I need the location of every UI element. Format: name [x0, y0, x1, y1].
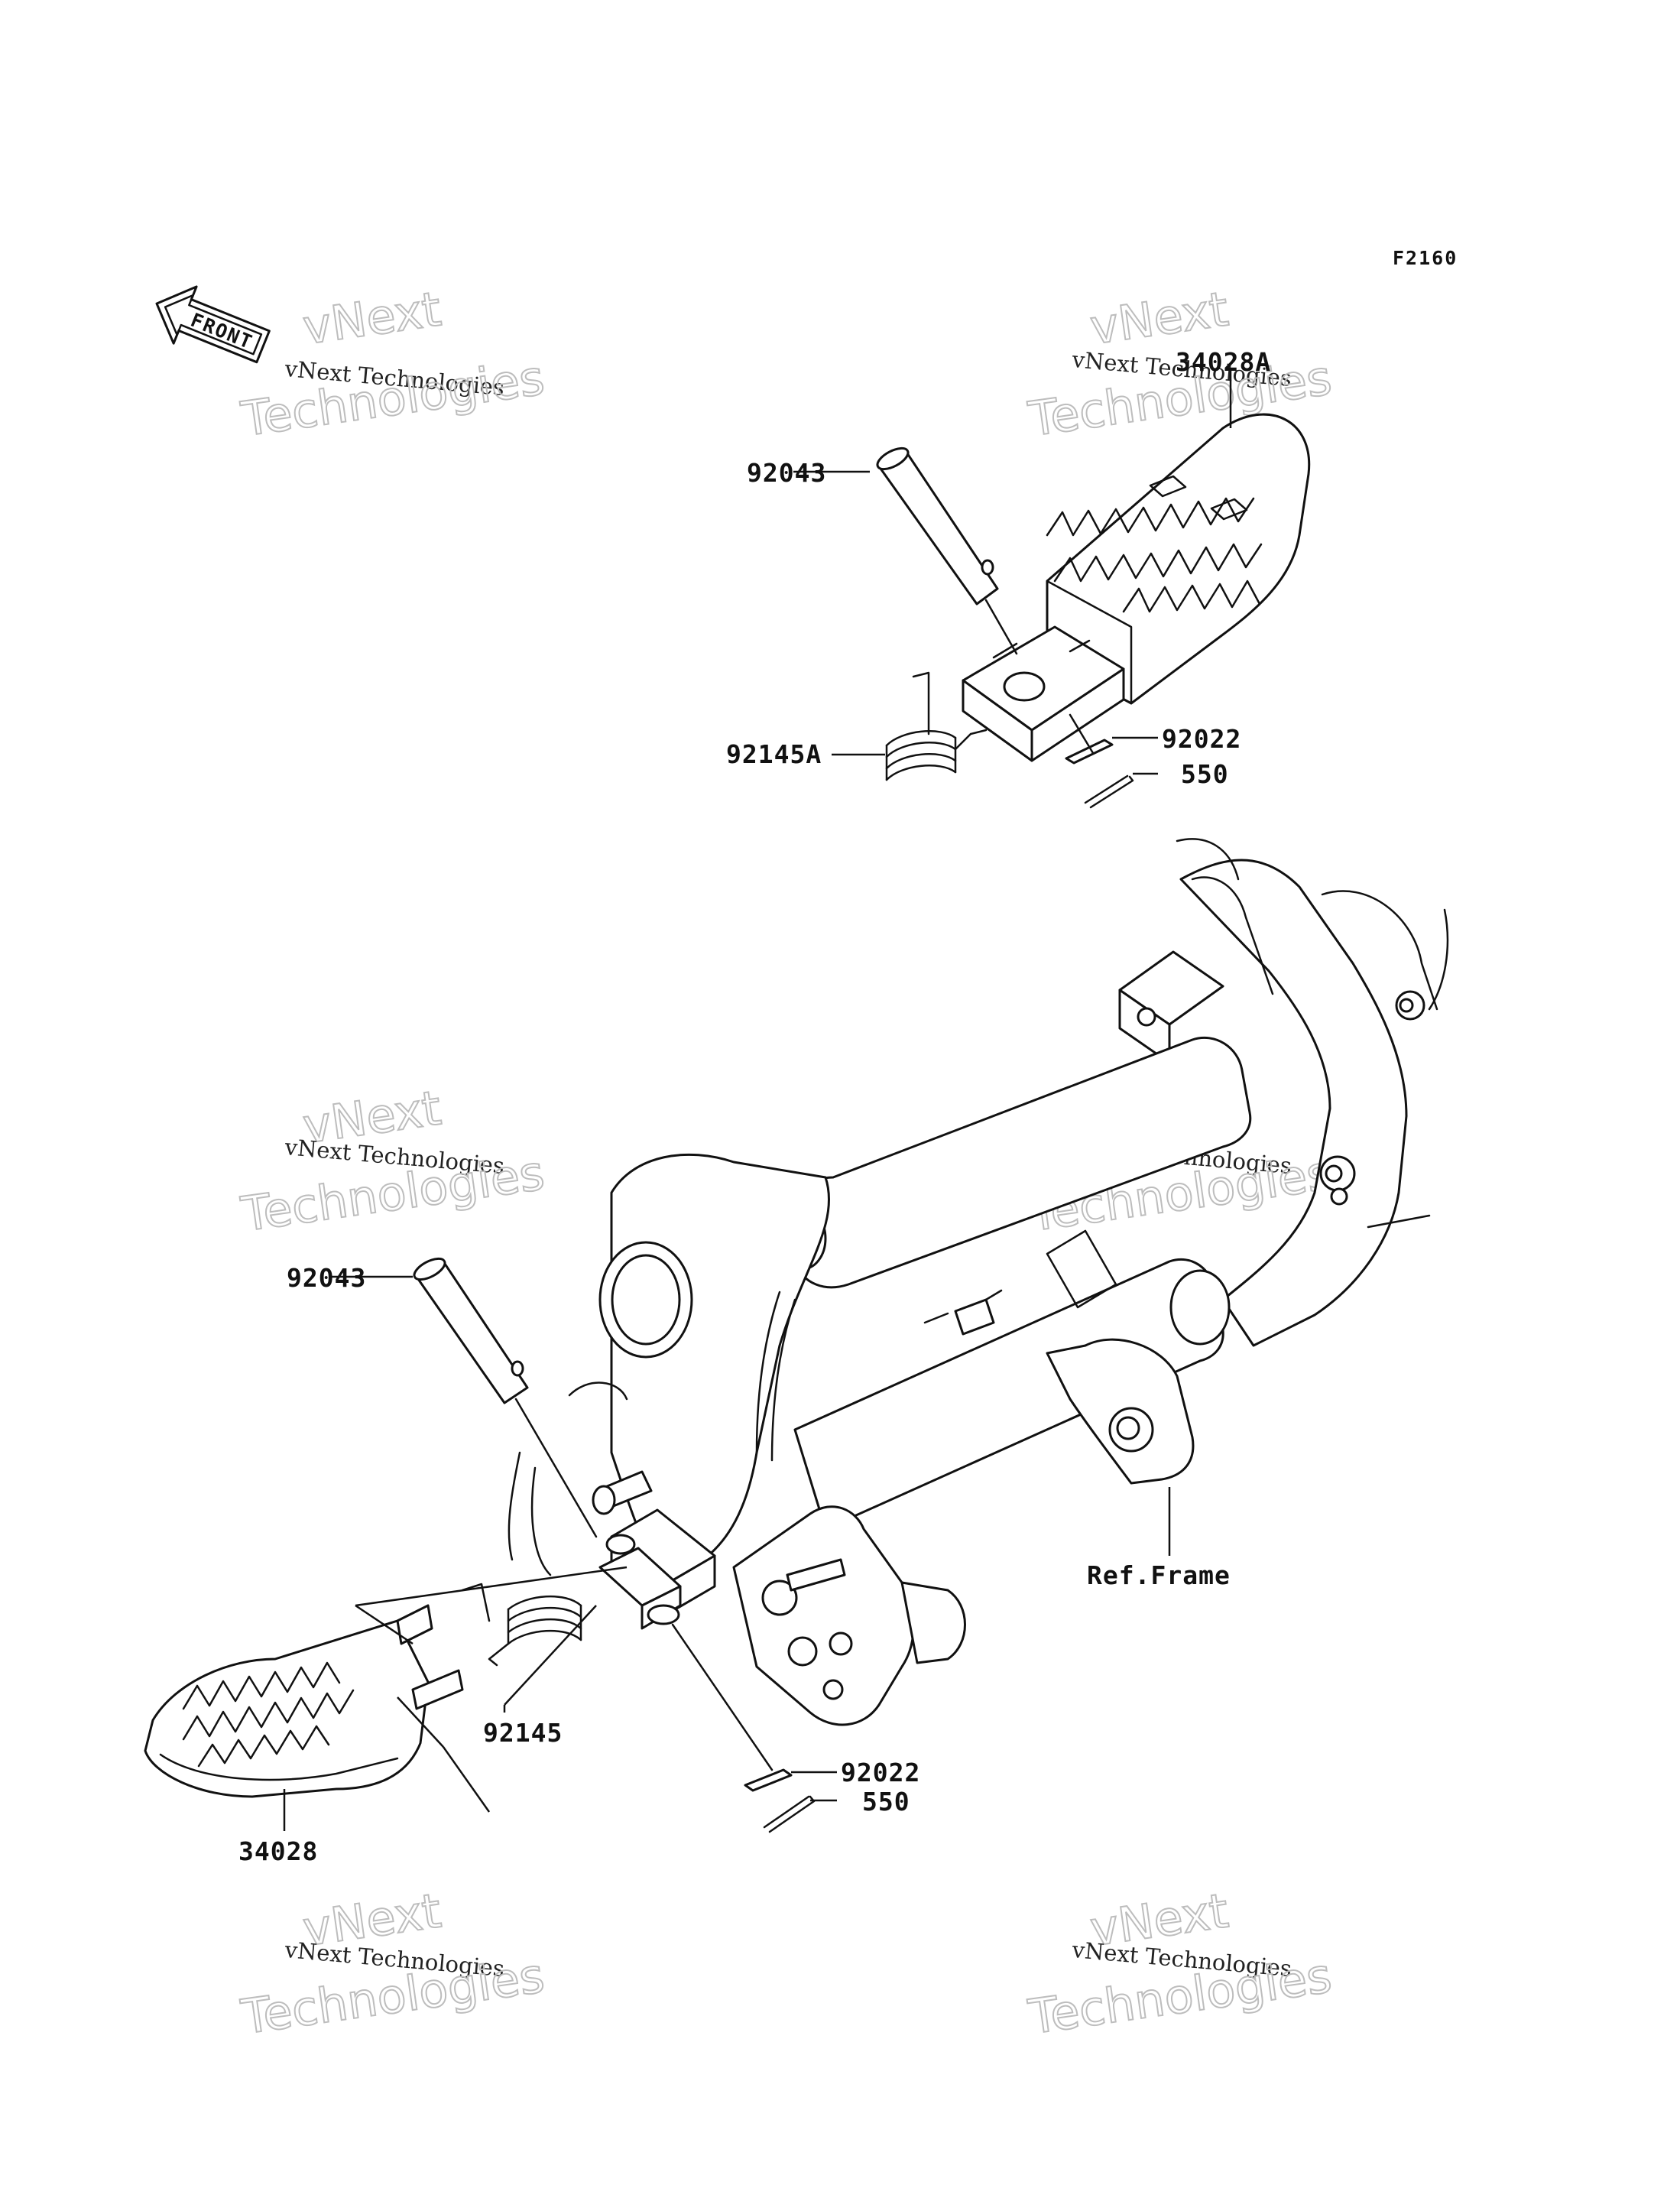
upper-spring-drawing — [885, 671, 988, 781]
lower-cotter-drawing — [763, 1795, 816, 1833]
watermark-bottom-right: vNext vNext Technologies Technologies — [1024, 1881, 1336, 2046]
watermark-bottom-left: vNext vNext Technologies Technologies — [237, 1881, 549, 2046]
lower-pin-drawing — [413, 1257, 598, 1538]
front-arrow-icon: FRONT — [155, 285, 271, 364]
label-lower-footpeg: 34028 — [238, 1836, 318, 1866]
lower-bracket-drawing — [598, 1508, 716, 1630]
lower-washer-drawing — [671, 1623, 793, 1792]
watermark-line1: vNext — [1087, 281, 1232, 355]
label-upper-footpeg: 34028A — [1176, 347, 1271, 377]
label-upper-washer: 92022 — [1162, 724, 1241, 754]
frame-drawing — [508, 838, 1449, 1726]
upper-cotter-drawing — [1084, 774, 1134, 809]
lower-footpeg-drawing — [144, 1604, 464, 1798]
watermark-top-right: vNext vNext Technologies Technologies — [1024, 280, 1336, 448]
upper-washer-drawing — [1065, 713, 1114, 765]
watermark-line1: vNext — [300, 281, 445, 355]
label-upper-spring: 92145A — [726, 739, 822, 769]
watermark-mid-left: vNext vNext Technologies Technologies — [237, 1079, 549, 1243]
label-lower-washer: 92022 — [841, 1758, 920, 1787]
label-lower-spring: 92145 — [483, 1718, 563, 1748]
lower-spring-drawing — [461, 1583, 582, 1667]
upper-pin-drawing — [876, 446, 1018, 655]
watermark-top-left: vNext vNext Technologies Technologies — [237, 280, 549, 448]
figure-code: F2160 — [1393, 247, 1458, 269]
upper-bracket-drawing — [962, 625, 1125, 762]
label-upper-cotter: 550 — [1181, 759, 1229, 789]
label-upper-pin: 92043 — [747, 458, 826, 488]
label-lower-pin: 92043 — [287, 1263, 366, 1293]
label-frame-ref: Ref.Frame — [1087, 1560, 1231, 1590]
label-lower-cotter: 550 — [862, 1787, 910, 1817]
